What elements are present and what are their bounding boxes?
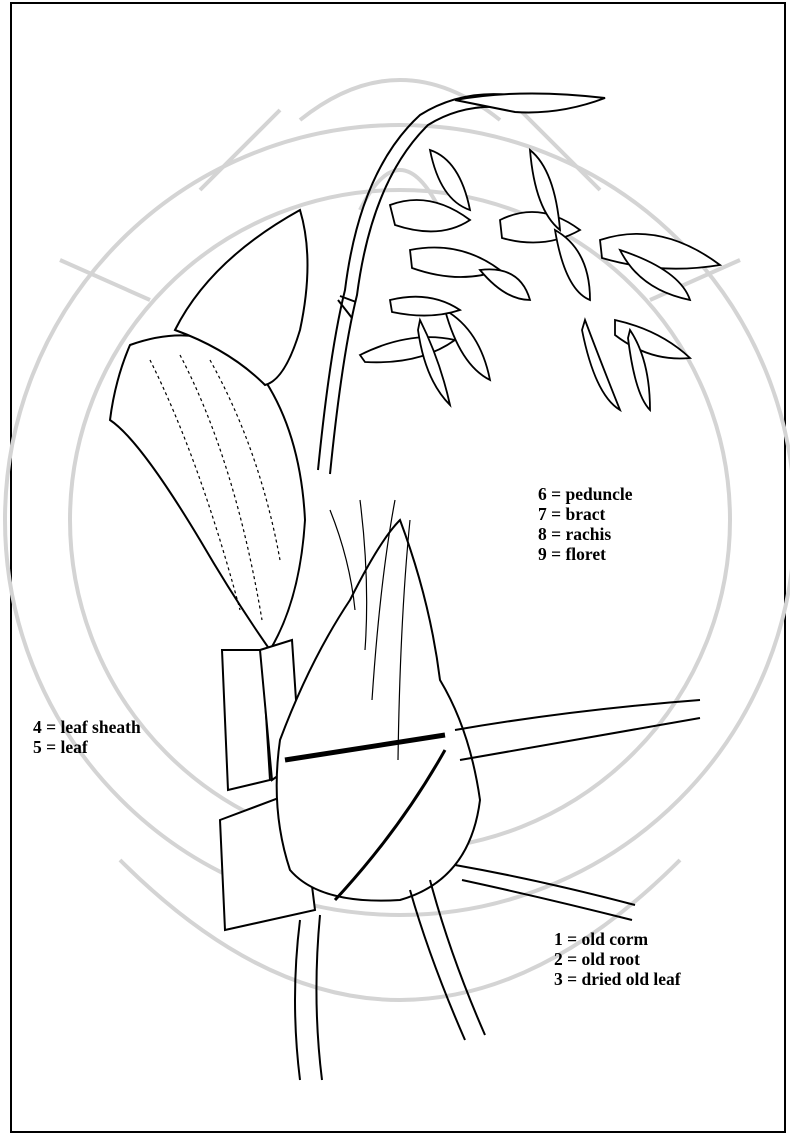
legend-base: 1 = old corm 2 = old root 3 = dried old … bbox=[554, 929, 681, 989]
legend-label-dried-old-leaf: 3 = dried old leaf bbox=[554, 969, 681, 989]
legend-label-rachis: 8 = rachis bbox=[538, 524, 633, 544]
legend-label-leaf-sheath: 4 = leaf sheath bbox=[33, 717, 141, 737]
legend-label-bract: 7 = bract bbox=[538, 504, 633, 524]
legend-label-old-root: 2 = old root bbox=[554, 949, 681, 969]
legend-label-leaf: 5 = leaf bbox=[33, 737, 141, 757]
legend-inflorescence: 6 = peduncle 7 = bract 8 = rachis 9 = fl… bbox=[538, 484, 633, 564]
corm-drawing bbox=[277, 500, 480, 901]
legend-leaf: 4 = leaf sheath 5 = leaf bbox=[33, 717, 141, 757]
legend-label-floret: 9 = floret bbox=[538, 544, 633, 564]
peduncle-drawing bbox=[318, 94, 512, 474]
bract-drawing bbox=[455, 93, 605, 112]
legend-label-peduncle: 6 = peduncle bbox=[538, 484, 633, 504]
leaf-drawing bbox=[110, 210, 308, 650]
legend-label-old-corm: 1 = old corm bbox=[554, 929, 681, 949]
